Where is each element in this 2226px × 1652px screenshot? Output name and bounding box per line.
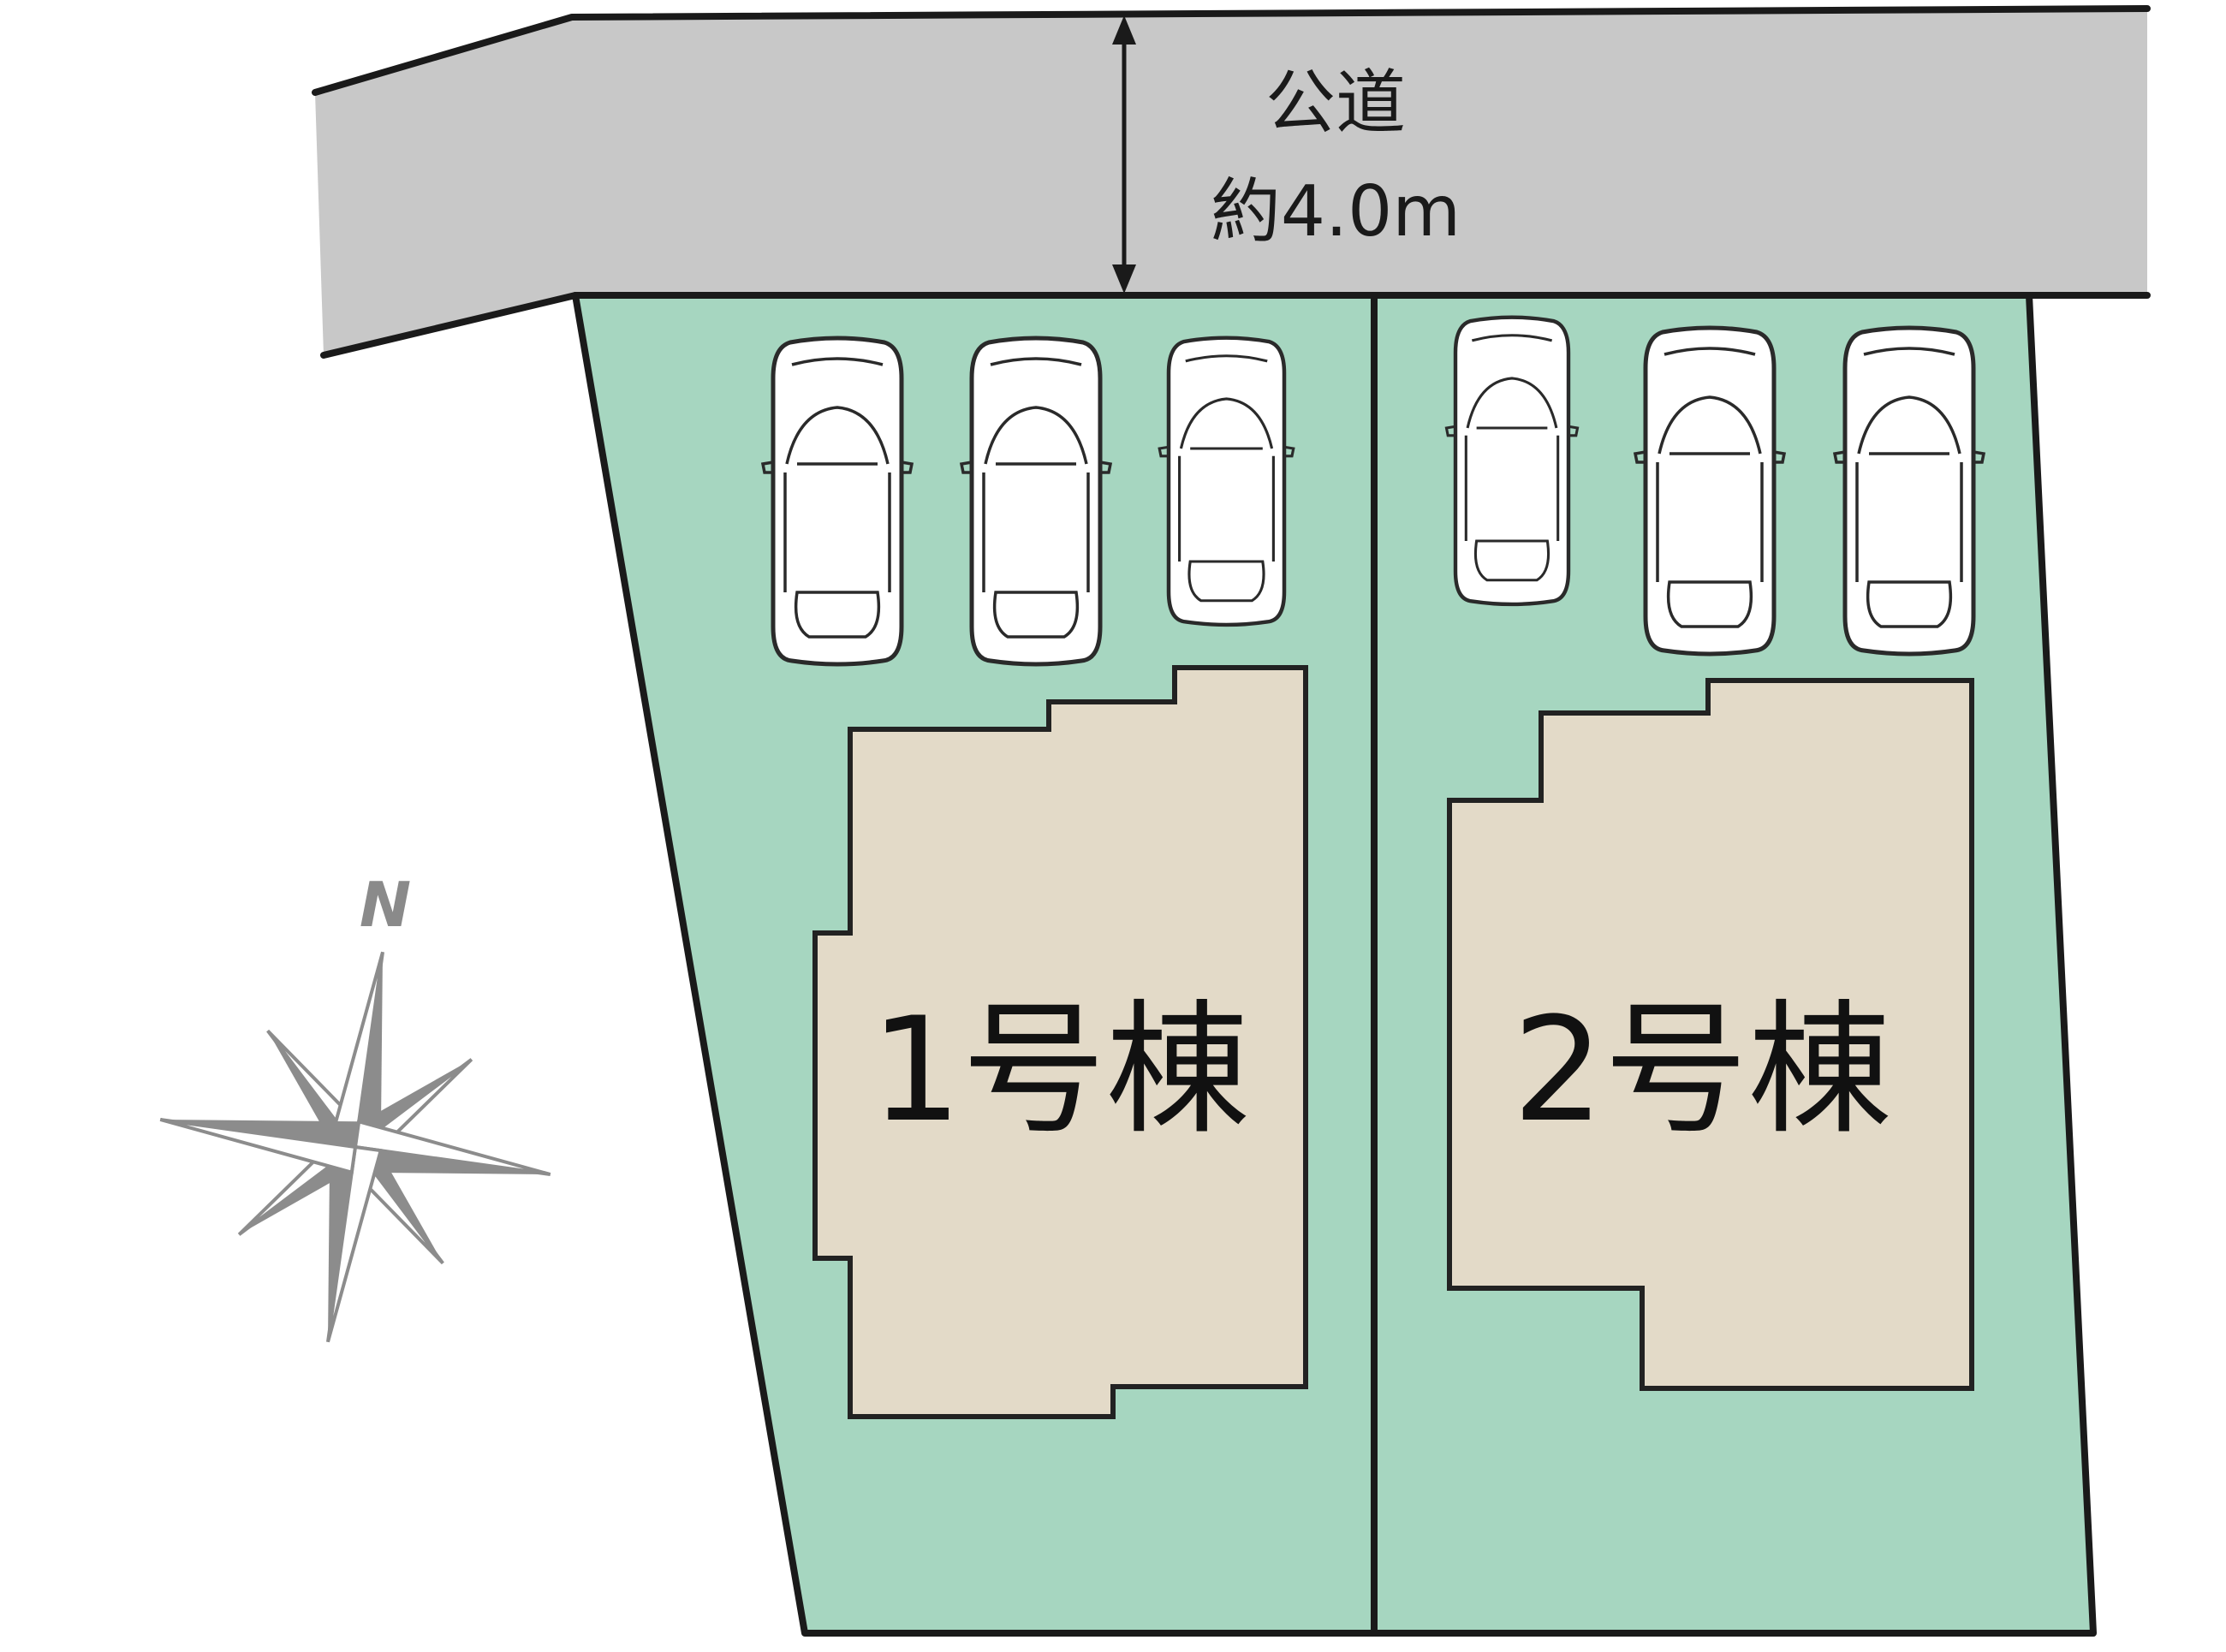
road-label: 公道 <box>1265 62 1406 144</box>
road-width-dimension <box>1112 15 1136 294</box>
car-icon <box>1835 328 1984 654</box>
north-label: N <box>360 869 411 941</box>
parking-lot-2 <box>1446 318 1984 654</box>
building-1-footprint <box>812 665 1308 1419</box>
building-2-label: 2号棟 <box>1513 986 1892 1154</box>
lot-2: 2号棟 <box>1371 292 2097 1637</box>
car-icon <box>961 338 1110 664</box>
lot-1: 1号棟 <box>572 292 1378 1637</box>
car-icon <box>763 338 912 664</box>
compass-icon <box>159 951 551 1343</box>
car-icon <box>1446 318 1577 604</box>
car-icon <box>1159 338 1294 625</box>
parking-lot-1 <box>763 338 1294 664</box>
building-2-footprint <box>1447 678 1974 1391</box>
building-1-label: 1号棟 <box>871 986 1250 1154</box>
road-width-label: 約4.0m <box>1211 171 1461 253</box>
car-icon <box>1635 328 1784 654</box>
compass-rose: N <box>159 869 551 1343</box>
